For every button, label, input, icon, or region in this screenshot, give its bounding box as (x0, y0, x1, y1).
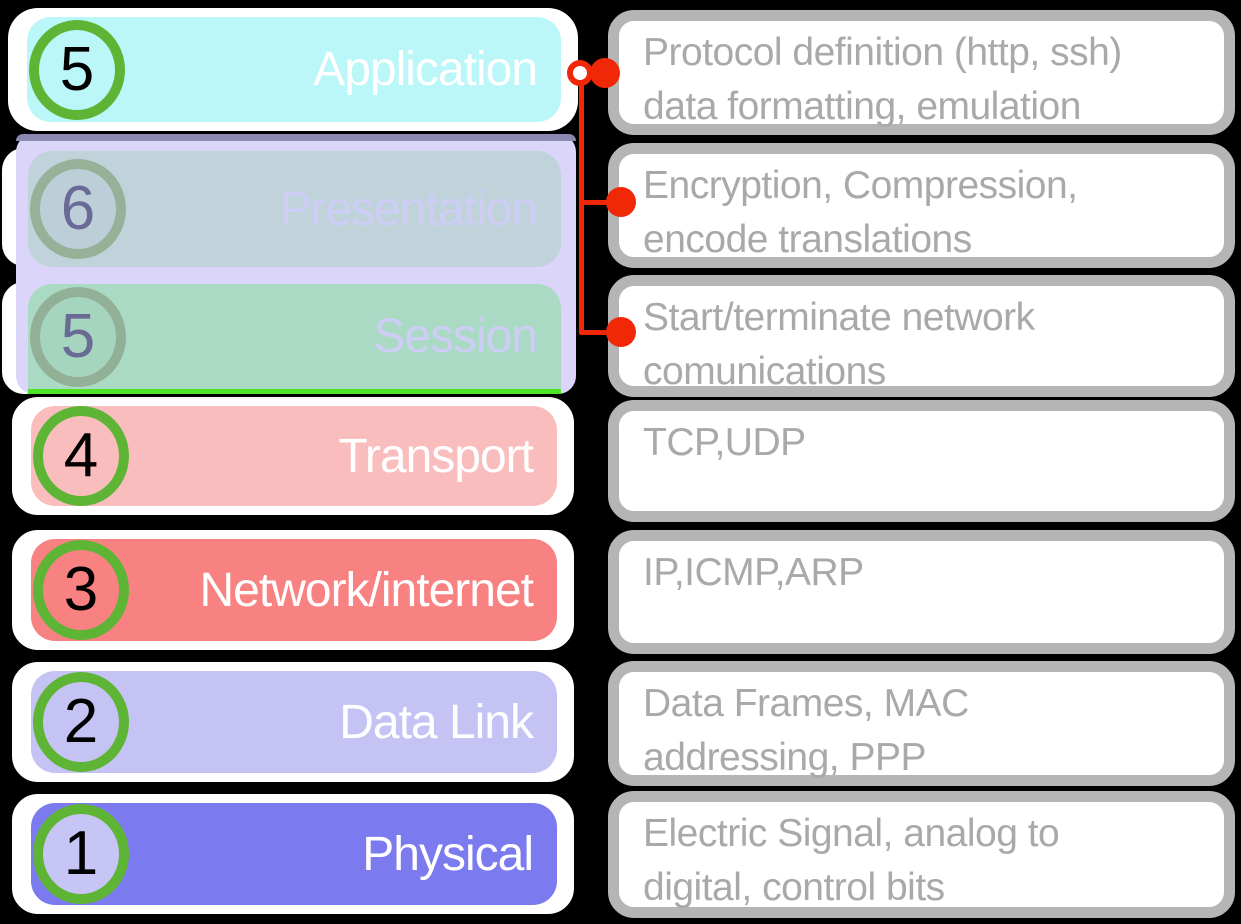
layer-number-badge: 4 (33, 406, 129, 506)
connector-branch-line (580, 200, 610, 205)
layer-label: Application (313, 43, 538, 96)
layer-number: 2 (63, 687, 99, 756)
layer-number: 5 (59, 34, 95, 104)
layer-label: Session (373, 310, 538, 363)
desc-line: encode translations (643, 217, 972, 261)
layer-box-network: 3 Network/internet (31, 539, 557, 641)
layer-number-badge: 6 (30, 159, 126, 259)
desc-box-session: Start/terminate network comunications (608, 275, 1235, 397)
layer-box-datalink: 2 Data Link (31, 671, 557, 773)
desc-line: data formatting, emulation (643, 84, 1081, 128)
panel-top-edge (16, 134, 576, 141)
layer-number: 6 (60, 174, 96, 243)
layer-box-application: 5 Application (27, 17, 561, 122)
layer-box-transport: 4 Transport (31, 406, 557, 506)
desc-box-transport: TCP,UDP (608, 400, 1235, 522)
layer-number-badge: 5 (29, 19, 125, 120)
layer-label: Physical (362, 827, 534, 881)
desc-line: Encryption, Compression, (643, 164, 1078, 207)
desc-line: Electric Signal, analog to (643, 812, 1060, 855)
desc-text: Data Frames, MAC addressing, PPP (619, 672, 1224, 785)
layer-label: Network/internet (199, 563, 534, 617)
layer-row-application: 5 Application (8, 8, 578, 131)
layer-number: 1 (63, 819, 99, 888)
desc-text: Electric Signal, analog to digital, cont… (619, 802, 1224, 915)
desc-line: addressing, PPP (643, 735, 927, 779)
desc-text: TCP,UDP (619, 411, 1224, 470)
desc-box-network: IP,ICMP,ARP (608, 530, 1235, 654)
desc-line: Protocol definition (http, ssh) (643, 31, 1122, 74)
connector-dot (590, 58, 620, 88)
desc-box-application: Protocol definition (http, ssh) data for… (608, 10, 1235, 135)
layer-box-physical: 1 Physical (31, 803, 557, 905)
desc-line: TCP,UDP (643, 421, 806, 464)
layer-row-transport: 4 Transport (8, 393, 578, 519)
desc-text: Protocol definition (http, ssh) data for… (619, 21, 1224, 134)
connector-dot (606, 187, 636, 217)
layer-box-session: 5 Session (28, 284, 561, 389)
desc-box-physical: Electric Signal, analog to digital, cont… (608, 791, 1235, 918)
merged-layers-panel: 6 Presentation 5 Session (16, 134, 576, 394)
layer-number-badge: 2 (33, 672, 129, 772)
layer-number: 5 (60, 301, 96, 371)
layer-label: Transport (338, 429, 534, 483)
desc-text: IP,ICMP,ARP (619, 541, 1224, 600)
layer-row-datalink: 2 Data Link (8, 658, 578, 786)
desc-line: Start/terminate network (643, 296, 1035, 339)
layer-number: 4 (63, 421, 99, 490)
layer-number: 3 (63, 555, 99, 624)
desc-line: Data Frames, MAC (643, 682, 969, 725)
desc-text: Start/terminate network comunications (619, 286, 1224, 399)
layer-number-badge: 5 (30, 286, 126, 387)
layer-row-network: 3 Network/internet (8, 526, 578, 654)
desc-line: comunications (643, 349, 886, 393)
desc-box-presentation: Encryption, Compression, encode translat… (608, 143, 1235, 268)
session-bottom-edge (28, 389, 561, 394)
layer-row-physical: 1 Physical (8, 790, 578, 918)
layer-box-presentation: 6 Presentation (28, 151, 561, 267)
layer-label: Data Link (339, 695, 534, 749)
layer-number-badge: 1 (33, 804, 129, 904)
layer-number-badge: 3 (33, 540, 129, 640)
desc-line: IP,ICMP,ARP (643, 551, 864, 594)
connector-branch-line (580, 330, 610, 335)
desc-text: Encryption, Compression, encode translat… (619, 154, 1224, 267)
desc-box-datalink: Data Frames, MAC addressing, PPP (608, 661, 1235, 786)
connector-dot (606, 317, 636, 347)
layer-label: Presentation (279, 182, 538, 236)
desc-line: digital, control bits (643, 865, 945, 909)
